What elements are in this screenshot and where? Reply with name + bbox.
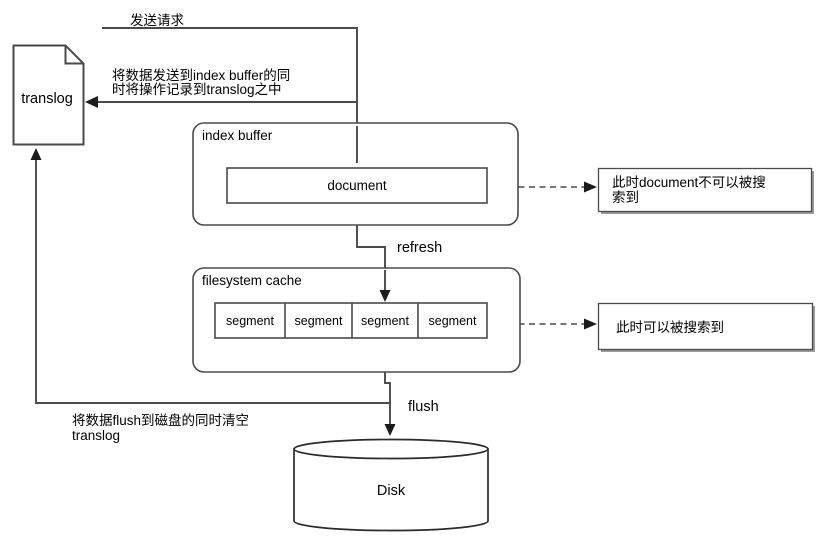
- translog-label: translog: [21, 91, 73, 107]
- segment-label: segment: [361, 314, 409, 328]
- flush-note-line1: 将数据flush到磁盘的同时清空: [72, 412, 249, 428]
- callout-document-not-searchable: 此时document不可以被搜 索到: [597, 167, 814, 214]
- send-note-line2: 时将操作记录到translog之中: [112, 82, 282, 97]
- send-request-label: 发送请求: [130, 13, 184, 28]
- disk-cylinder-body: [293, 449, 489, 532]
- callout1-line2: 索到: [612, 190, 639, 205]
- arrow-into-disk-icon: [384, 424, 396, 436]
- arrow-into-segment-icon: [379, 290, 391, 302]
- segment-row: [214, 302, 488, 339]
- disk-cylinder-top: [293, 438, 489, 460]
- dashed-arrowhead-2-icon: [584, 318, 597, 330]
- segment-label: segment: [295, 314, 343, 328]
- index-buffer-node: index buffer document: [192, 122, 519, 226]
- flush-label: flush: [408, 399, 439, 415]
- disk-label: Disk: [377, 483, 406, 499]
- document-label: document: [327, 178, 387, 193]
- arrow-up-into-translog-icon: [30, 148, 42, 160]
- segment-label: segment: [226, 314, 274, 328]
- translog-note-fold-icon: [64, 45, 84, 65]
- translog-node: translog: [12, 44, 85, 146]
- callout2-box: [597, 302, 814, 351]
- translog-note-shape: [12, 44, 85, 146]
- clear-translog-connector: [35, 153, 390, 404]
- refresh-label: refresh: [397, 240, 442, 256]
- send-note-line1: 将数据发送到index buffer的同: [112, 68, 290, 83]
- dashed-arrowhead-1-icon: [584, 181, 597, 193]
- filesystem-cache-title: filesystem cache: [202, 273, 302, 288]
- arrow-into-translog-icon: [85, 96, 98, 108]
- callout-searchable: 此时可以被搜索到: [597, 302, 815, 352]
- document-box: [226, 167, 488, 204]
- segment-label: segment: [429, 314, 477, 328]
- disk-node: Disk: [293, 438, 489, 532]
- filesystem-cache-node: filesystem cache segment segment segment…: [192, 267, 521, 373]
- callout1-line1: 此时document不可以被搜: [612, 175, 766, 190]
- refresh-arrow-overlay: [379, 270, 391, 302]
- callout1-box: [597, 167, 813, 213]
- flush-note-line2: translog: [72, 428, 120, 443]
- callout2-text: 此时可以被搜索到: [616, 320, 724, 335]
- index-buffer-title: index buffer: [202, 128, 273, 143]
- send-request-connector: [102, 27, 358, 163]
